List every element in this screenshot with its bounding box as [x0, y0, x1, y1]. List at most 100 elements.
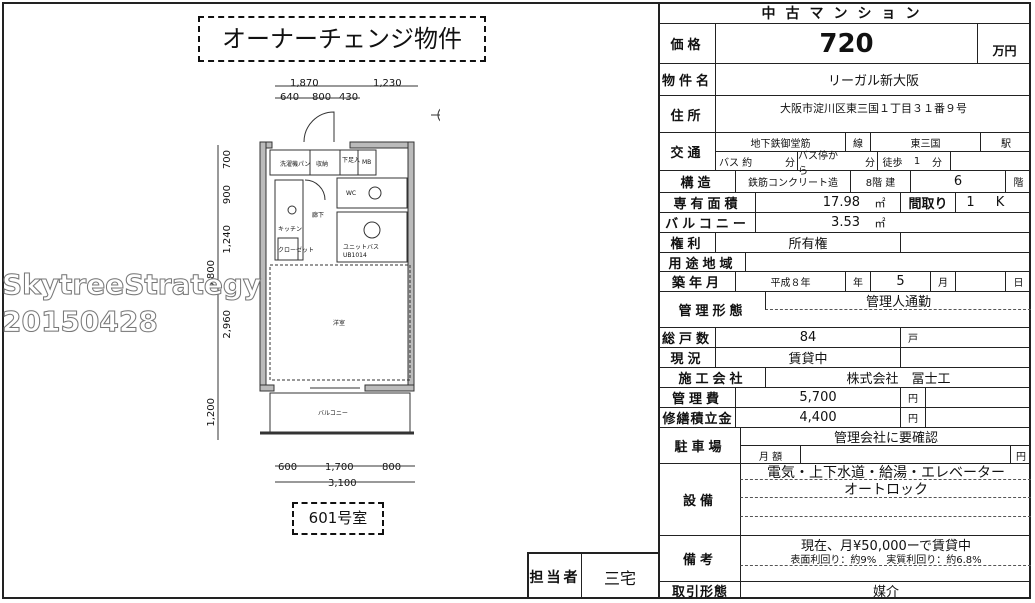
deal-label: 取引形態 [671, 585, 728, 600]
structure-value: 鉄筋コンクリート造 [735, 171, 850, 192]
balcony-value: 3.53 [755, 213, 865, 232]
floorplan-drawing [217, 85, 440, 483]
repair-label: 修繕積立金 [662, 412, 733, 427]
status-value: 賃貸中 [715, 348, 900, 367]
label-balcony: バルコニー [318, 410, 348, 417]
row-structure: 構造 鉄筋コンクリート造 8階 建 6 階 [660, 171, 1031, 193]
units-unit: 戸 [900, 328, 925, 347]
built-month-unit: 月 [930, 272, 955, 291]
address-value: 大阪市淀川区東三国１丁目３１番９号 [715, 96, 1031, 132]
fee-label: 管理費 [671, 392, 723, 407]
balcony-unit: ㎡ [874, 216, 886, 230]
page-title: オーナーチェンジ物件 [198, 16, 486, 62]
row-equip: 設備 電気・上下水道・給湯・エレベーター オートロック [660, 464, 1031, 536]
label-mb: MB [362, 159, 372, 166]
rights-value: 所有権 [715, 233, 900, 252]
equip-line2: オートロック [740, 480, 1031, 498]
repair-value: 4,400 [735, 408, 900, 427]
equip-line3 [740, 498, 1031, 517]
parking-amount [800, 446, 1010, 464]
room-number: 601号室 [292, 502, 384, 535]
zoning-label: 用途地域 [668, 256, 737, 272]
row-name: 物件名 リーガル新大阪 [660, 64, 1031, 96]
parking-monthly: 月 額 [740, 446, 800, 464]
dim-bot-total: 3,100 [328, 478, 357, 489]
note-line2: 表面利回り：約9% 実質利回り：約6.8% [740, 552, 1031, 566]
dim-bot-c: 800 [382, 462, 402, 473]
status-blank [900, 348, 1031, 367]
row-fee: 管理費 5,700 円 [660, 388, 1031, 408]
label-room: 洋室 [333, 320, 346, 327]
watermark-date: 20150428 [2, 305, 159, 339]
units-value: 84 [715, 328, 900, 347]
row-parking: 駐車場 管理会社に要確認 月 額 円 [660, 428, 1031, 464]
built-day [955, 272, 1005, 291]
note-line1: 現在、月¥50,000ーで賃貸中 [740, 536, 1031, 554]
equip-label: 設備 [682, 494, 717, 509]
name-label: 物件名 [661, 74, 713, 89]
row-mgmt: 管理形態 管理人通勤 [660, 292, 1031, 328]
label-kitchen: キッチン [278, 226, 303, 233]
equip-line4 [740, 517, 1031, 536]
area-label: 専有面積 [673, 197, 742, 212]
spec-header-row: 中古マンション [660, 2, 1031, 24]
row-deal: 取引形態 媒介 [660, 582, 1031, 600]
mgmt-value: 管理人通勤 [765, 292, 1031, 310]
dim-bot-b: 1,700 [325, 462, 354, 473]
address-label: 住所 [670, 108, 705, 124]
traffic-bus: バス 約 [715, 152, 765, 171]
traffic-walk-min: 分 [932, 158, 942, 169]
row-balcony: バルコニー 3.53 ㎡ [660, 213, 1031, 233]
built-year-unit: 年 [845, 272, 870, 291]
parking-value: 管理会社に要確認 [740, 428, 1031, 446]
built-era: 平成８年 [735, 272, 845, 291]
layout-value: 1 [955, 193, 985, 212]
row-status: 現況 賃貸中 [660, 348, 1031, 368]
traffic-walk-value: 1 [913, 156, 921, 167]
traffic-line: 地下鉄御堂筋 [715, 133, 845, 152]
row-rights: 権利 所有権 [660, 233, 1031, 253]
traffic-bus-stop-min: 分 [865, 158, 875, 169]
structure-floors: 8階 建 [850, 171, 910, 192]
builder-label: 施工会社 [678, 372, 747, 387]
parking-unit: 円 [1010, 446, 1031, 464]
row-address: 住所 大阪市淀川区東三国１丁目３１番９号 [660, 96, 1031, 133]
price-value: 720 [715, 24, 977, 63]
area-value: 17.98 [755, 193, 865, 212]
note-line3 [740, 566, 1031, 582]
row-traffic: 交通 地下鉄御堂筋 線 東三国 駅 バス 約 分 バス停から 分 徒歩 1 分 [660, 133, 1031, 177]
repair-unit: 円 [900, 408, 925, 427]
parking-label: 駐車場 [674, 440, 726, 455]
balcony-label: バルコニー [665, 217, 750, 232]
dim-top-right: 1,230 [373, 78, 402, 89]
dim-bot-a: 600 [278, 462, 298, 473]
structure-label: 構造 [680, 176, 715, 191]
row-repair: 修繕積立金 4,400 円 [660, 408, 1031, 428]
equip-line1: 電気・上下水道・給湯・エレベーター [740, 464, 1031, 481]
fee-blank [925, 388, 1031, 407]
rights-label: 権利 [670, 237, 705, 252]
row-builder: 施工会社 株式会社 冨士工 [660, 368, 1031, 388]
built-label: 築年月 [671, 276, 723, 291]
price-label: 価格 [670, 38, 705, 53]
traffic-blank [950, 152, 1031, 171]
layout-type: K [995, 195, 1005, 210]
label-washer: 洗濯機パン [280, 161, 311, 168]
note-label: 備考 [682, 553, 717, 568]
tantou-label: 担当者 [529, 554, 582, 599]
built-day-unit: 日 [1005, 272, 1031, 291]
builder-value: 株式会社 冨士工 [765, 368, 1031, 387]
name-value: リーガル新大阪 [715, 64, 1031, 95]
row-area: 専有面積 17.98 ㎡ 間取り 1 K [660, 193, 1031, 213]
traffic-line-suffix: 線 [845, 133, 870, 152]
area-unit: ㎡ [874, 196, 886, 210]
label-bath: ユニットバス UB1014 [343, 244, 380, 259]
row-price: 価格 720 万円 [660, 24, 1031, 64]
row-zoning: 用途地域 [660, 253, 1031, 272]
row-note: 備考 現在、月¥50,000ーで賃貸中 表面利回り：約9% 実質利回り：約6.8… [660, 536, 1031, 582]
tantou-box: 担当者 三宅 [527, 552, 658, 599]
traffic-walk: 徒歩 [877, 152, 907, 171]
label-storage: 収納 [316, 161, 329, 168]
rights-blank [900, 233, 1031, 252]
